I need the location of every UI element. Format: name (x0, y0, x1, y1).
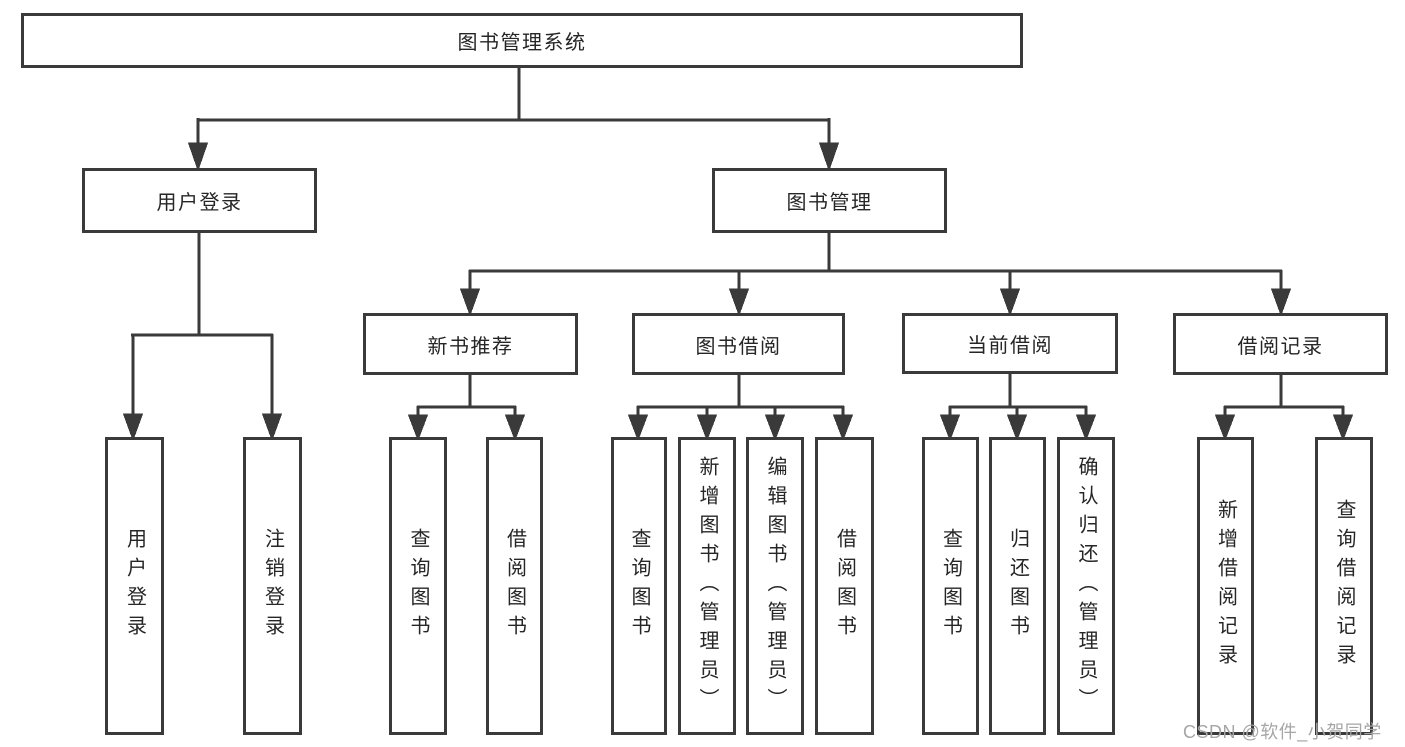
node-current-borrow: 当前借阅 (902, 313, 1118, 374)
arrow-down-icon (764, 414, 786, 442)
node-library-system-label: 图书管理系统 (457, 32, 587, 54)
arrow-down-icon (696, 414, 718, 442)
arrow-down-icon (1075, 414, 1097, 442)
leaf-newbook-borrow-label: 借阅图书 (503, 528, 526, 644)
leaf-borrow-query-label: 查询图书 (628, 528, 650, 644)
leaf-record-add: 新增借阅记录 (1197, 437, 1254, 735)
node-borrow-records: 借阅记录 (1173, 313, 1388, 375)
leaf-borrow-borrow: 借阅图书 (815, 437, 874, 735)
leaf-user-login-label: 用户登录 (123, 528, 146, 644)
leaf-borrow-query: 查询图书 (611, 437, 667, 735)
leaf-current-confirm-admin-label: 确认归还（管理员） (1075, 455, 1097, 717)
node-book-management: 图书管理 (712, 168, 947, 233)
arrow-down-icon (939, 414, 961, 442)
node-new-book-recommend-label: 新书推荐 (427, 335, 514, 358)
leaf-borrow-edit-admin-label: 编辑图书（管理员） (764, 455, 786, 717)
arrow-down-icon (459, 288, 481, 317)
watermark: CSDN @软件_小贺同学 (1183, 722, 1382, 742)
leaf-current-query: 查询图书 (922, 437, 979, 735)
leaf-newbook-query: 查询图书 (389, 437, 447, 735)
arrow-down-icon (728, 288, 750, 317)
arrow-down-icon (999, 288, 1021, 317)
leaf-record-query: 查询借阅记录 (1315, 437, 1373, 735)
arrow-down-icon (818, 142, 840, 172)
leaf-user-login: 用户登录 (105, 437, 164, 735)
node-library-system: 图书管理系统 (21, 13, 1023, 68)
leaf-current-return: 归还图书 (989, 437, 1046, 735)
arrow-down-icon (1214, 414, 1236, 442)
node-book-management-label: 图书管理 (786, 192, 873, 214)
arrow-down-icon (832, 414, 854, 442)
arrow-down-icon (1006, 414, 1028, 442)
leaf-record-add-label: 新增借阅记录 (1214, 499, 1237, 673)
leaf-logout-label: 注销登录 (261, 528, 284, 644)
leaf-logout: 注销登录 (243, 437, 302, 735)
leaf-borrow-edit-admin: 编辑图书（管理员） (746, 437, 804, 735)
node-borrow-records-label: 借阅记录 (1237, 335, 1324, 358)
arrow-down-icon (407, 414, 429, 442)
node-book-borrow-label: 图书借阅 (695, 335, 782, 358)
leaf-borrow-add-admin: 新增图书（管理员） (678, 437, 736, 735)
leaf-current-confirm-admin: 确认归还（管理员） (1057, 437, 1115, 735)
arrow-down-icon (504, 414, 526, 442)
arrow-down-icon (261, 413, 283, 442)
leaf-newbook-borrow: 借阅图书 (486, 437, 543, 735)
leaf-current-return-label: 归还图书 (1006, 528, 1029, 644)
leaf-record-query-label: 查询借阅记录 (1333, 499, 1355, 673)
arrow-down-icon (627, 414, 649, 442)
node-user-login: 用户登录 (82, 168, 317, 233)
leaf-current-query-label: 查询图书 (939, 528, 962, 644)
node-current-borrow-label: 当前借阅 (967, 335, 1053, 357)
node-user-login-label: 用户登录 (156, 192, 243, 214)
node-new-book-recommend: 新书推荐 (363, 313, 578, 375)
arrow-down-icon (122, 413, 144, 442)
arrow-down-icon (1270, 288, 1292, 317)
node-book-borrow: 图书借阅 (632, 313, 845, 375)
leaf-borrow-borrow-label: 借阅图书 (833, 528, 856, 644)
arrow-down-icon (1332, 414, 1354, 442)
leaf-newbook-query-label: 查询图书 (407, 528, 429, 644)
leaf-borrow-add-admin-label: 新增图书（管理员） (696, 455, 718, 717)
arrow-down-icon (187, 142, 209, 172)
